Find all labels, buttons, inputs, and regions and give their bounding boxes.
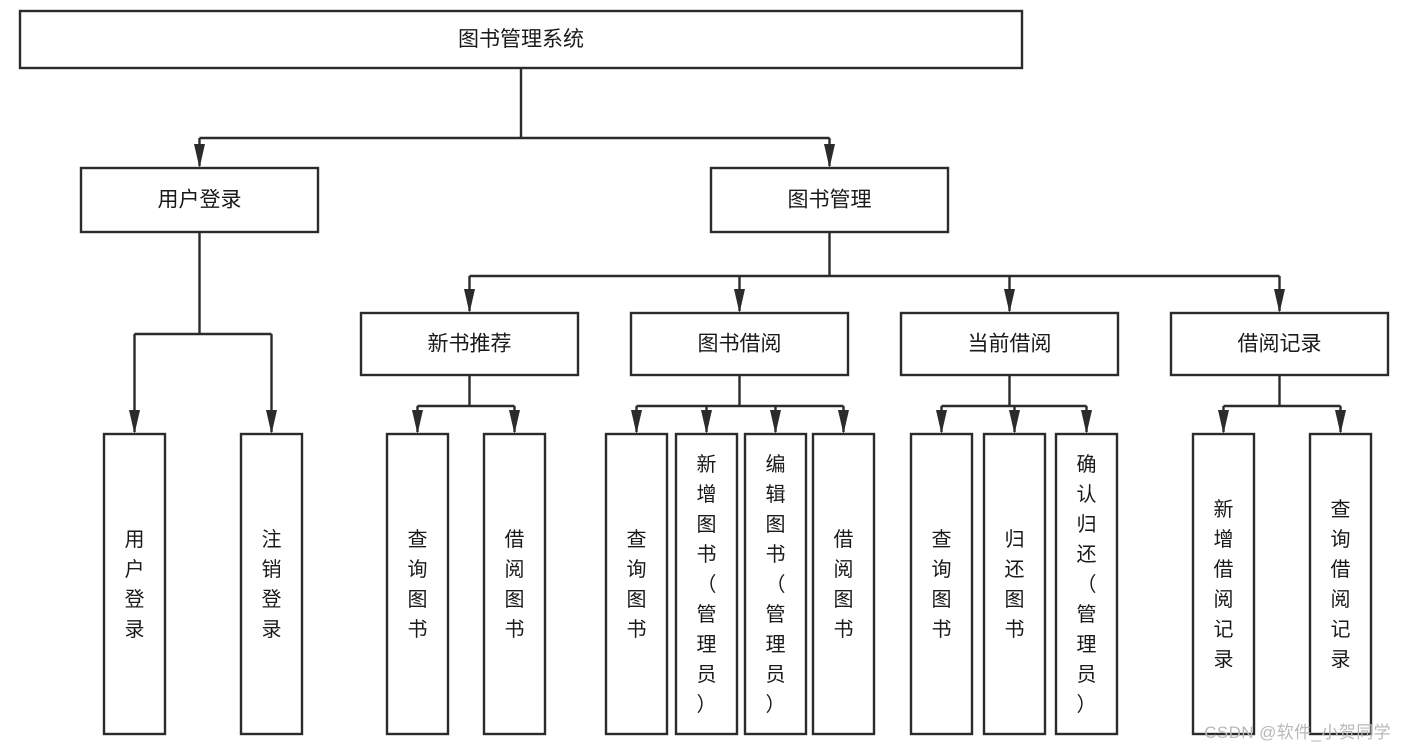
node-leaf-return-book-label: 归还图书 bbox=[1005, 528, 1025, 641]
arrow-head-icon bbox=[1274, 289, 1285, 313]
node-leaf-query-book-current-label: 查询图书 bbox=[932, 528, 952, 641]
node-leaf-query-book-recommend-box[interactable] bbox=[385, 432, 450, 736]
arrow-head-icon bbox=[464, 289, 475, 313]
arrow-head-icon bbox=[770, 410, 781, 434]
node-borrow-record-label: 借阅记录 bbox=[1238, 333, 1322, 356]
arrow-head-icon bbox=[701, 410, 712, 434]
node-leaf-borrow-book-box[interactable] bbox=[811, 432, 876, 736]
node-book-borrow-label: 图书借阅 bbox=[698, 333, 782, 356]
node-leaf-query-book-current[interactable]: 查询图书 bbox=[909, 432, 974, 736]
node-leaf-edit-book[interactable]: 编辑图书（管理员） bbox=[743, 432, 808, 736]
node-leaf-edit-book-box[interactable] bbox=[743, 432, 808, 736]
arrow-head-icon bbox=[1335, 410, 1346, 434]
arrow-head-icon bbox=[936, 410, 947, 434]
watermark-text: CSDN @软件_小贺同学 bbox=[1204, 723, 1391, 742]
node-leaf-confirm-return[interactable]: 确认归还（管理员） bbox=[1054, 432, 1119, 736]
arrow-head-icon bbox=[1218, 410, 1229, 434]
node-book-management[interactable]: 图书管理 bbox=[709, 166, 950, 234]
node-leaf-query-borrow-record-label: 查询借阅记录 bbox=[1331, 498, 1351, 671]
node-leaf-query-book-borrow-box[interactable] bbox=[604, 432, 669, 736]
arrow-head-icon bbox=[838, 410, 849, 434]
node-current-borrow-box[interactable] bbox=[899, 311, 1120, 377]
node-user-login[interactable]: 用户登录 bbox=[79, 166, 320, 234]
arrow-head-icon bbox=[1009, 410, 1020, 434]
node-leaf-add-book[interactable]: 新增图书（管理员） bbox=[674, 432, 739, 736]
node-leaf-add-book-box[interactable] bbox=[674, 432, 739, 736]
arrow-head-icon bbox=[734, 289, 745, 313]
node-leaf-borrow-book-recommend-box[interactable] bbox=[482, 432, 547, 736]
arrow-head-icon bbox=[1004, 289, 1015, 313]
node-book-management-box[interactable] bbox=[709, 166, 950, 234]
node-leaf-query-book-current-box[interactable] bbox=[909, 432, 974, 736]
node-leaf-query-book-recommend-label: 查询图书 bbox=[408, 528, 428, 641]
node-leaf-query-borrow-record-box[interactable] bbox=[1308, 432, 1373, 736]
node-layer: 图书管理系统用户登录图书管理新书推荐图书借阅当前借阅借阅记录用户登录注销登录查询… bbox=[18, 9, 1390, 736]
root-node-book-management-system[interactable]: 图书管理系统 bbox=[18, 9, 1024, 70]
arrow-head-icon bbox=[129, 410, 140, 434]
node-book-borrow-box[interactable] bbox=[629, 311, 850, 377]
node-leaf-return-book-box[interactable] bbox=[982, 432, 1047, 736]
node-leaf-add-borrow-record[interactable]: 新增借阅记录 bbox=[1191, 432, 1256, 736]
node-user-login-box[interactable] bbox=[79, 166, 320, 234]
node-leaf-confirm-return-label: 确认归还（管理员） bbox=[1077, 453, 1097, 716]
connector-layer bbox=[129, 68, 1346, 434]
root-node-book-management-system-label: 图书管理系统 bbox=[458, 28, 584, 51]
node-leaf-borrow-book-recommend[interactable]: 借阅图书 bbox=[482, 432, 547, 736]
node-leaf-add-book-label: 新增图书（管理员） bbox=[697, 453, 717, 716]
arrow-head-icon bbox=[266, 410, 277, 434]
node-leaf-logout-login-label: 注销登录 bbox=[262, 528, 282, 641]
arrow-head-icon bbox=[412, 410, 423, 434]
node-leaf-query-book-recommend[interactable]: 查询图书 bbox=[385, 432, 450, 736]
node-leaf-confirm-return-box[interactable] bbox=[1054, 432, 1119, 736]
node-leaf-user-login-box[interactable] bbox=[102, 432, 167, 736]
node-leaf-query-borrow-record[interactable]: 查询借阅记录 bbox=[1308, 432, 1373, 736]
arrow-head-icon bbox=[509, 410, 520, 434]
node-leaf-logout-login-box[interactable] bbox=[239, 432, 304, 736]
node-leaf-borrow-book-label: 借阅图书 bbox=[834, 528, 854, 641]
node-leaf-add-borrow-record-label: 新增借阅记录 bbox=[1214, 498, 1234, 671]
root-node-book-management-system-box[interactable] bbox=[18, 9, 1024, 70]
arrow-head-icon bbox=[194, 144, 205, 168]
arrow-head-icon bbox=[631, 410, 642, 434]
node-leaf-user-login-label: 用户登录 bbox=[125, 529, 145, 641]
node-new-book-recommend-label: 新书推荐 bbox=[428, 333, 512, 356]
node-leaf-user-login[interactable]: 用户登录 bbox=[102, 432, 167, 736]
node-leaf-edit-book-label: 编辑图书（管理员） bbox=[766, 453, 786, 716]
node-leaf-return-book[interactable]: 归还图书 bbox=[982, 432, 1047, 736]
node-leaf-borrow-book-recommend-label: 借阅图书 bbox=[505, 528, 525, 641]
node-current-borrow-label: 当前借阅 bbox=[968, 333, 1052, 356]
node-leaf-query-book-borrow-label: 查询图书 bbox=[627, 528, 647, 641]
node-leaf-borrow-book[interactable]: 借阅图书 bbox=[811, 432, 876, 736]
node-new-book-recommend-box[interactable] bbox=[359, 311, 580, 377]
node-leaf-add-borrow-record-box[interactable] bbox=[1191, 432, 1256, 736]
arrow-head-icon bbox=[1081, 410, 1092, 434]
arrow-head-icon bbox=[824, 144, 835, 168]
node-user-login-label: 用户登录 bbox=[158, 189, 242, 212]
node-leaf-query-book-borrow[interactable]: 查询图书 bbox=[604, 432, 669, 736]
node-new-book-recommend[interactable]: 新书推荐 bbox=[359, 311, 580, 377]
node-current-borrow[interactable]: 当前借阅 bbox=[899, 311, 1120, 377]
node-borrow-record-box[interactable] bbox=[1169, 311, 1390, 377]
node-borrow-record[interactable]: 借阅记录 bbox=[1169, 311, 1390, 377]
node-leaf-logout-login[interactable]: 注销登录 bbox=[239, 432, 304, 736]
node-book-management-label: 图书管理 bbox=[788, 189, 872, 212]
node-book-borrow[interactable]: 图书借阅 bbox=[629, 311, 850, 377]
